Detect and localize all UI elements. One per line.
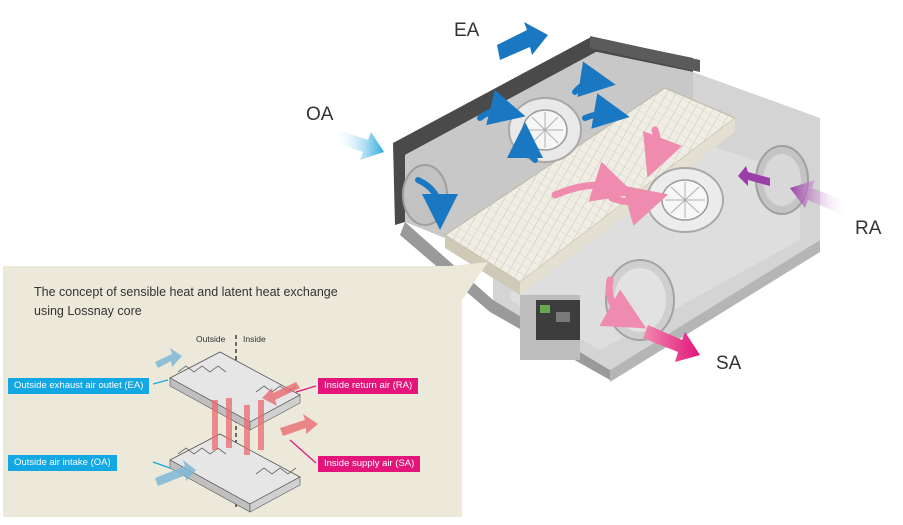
concept-panel-title: The concept of sensible heat and latent …: [34, 283, 414, 321]
internal-blue-flows: [415, 61, 630, 230]
mini-core-diagram: [152, 335, 318, 513]
mini-sa-arrow: [280, 414, 318, 436]
supply-fan: [646, 167, 724, 233]
ea-arrow: [497, 22, 548, 60]
concept-title-line1: The concept of sensible heat and latent …: [34, 285, 338, 299]
mini-ea-arrow: [155, 348, 182, 368]
sa-label: SA: [716, 353, 742, 374]
mini-ra-arrow: [262, 382, 300, 406]
sa-callout: Inside supply air (SA): [318, 456, 421, 472]
oa-label: OA: [306, 104, 334, 125]
exhaust-fan: [508, 97, 582, 163]
ra-arrow: [738, 166, 848, 215]
ra-label: RA: [855, 218, 882, 239]
inside-label: Inside: [243, 334, 266, 344]
ea-callout: Outside exhaust air outlet (EA): [8, 378, 150, 394]
outside-label: Outside: [196, 334, 226, 344]
oa-arrow: [333, 130, 384, 160]
mini-oa-arrow: [155, 460, 196, 486]
ea-label: EA: [454, 20, 480, 41]
concept-title-line2: using Lossnay core: [34, 304, 142, 318]
ra-callout: Inside return air (RA): [318, 378, 419, 394]
sa-arrow: [643, 325, 700, 362]
oa-duct-collar: [402, 164, 448, 226]
oa-callout: Outside air intake (OA): [8, 455, 117, 471]
internal-pink-flows: [551, 126, 683, 329]
